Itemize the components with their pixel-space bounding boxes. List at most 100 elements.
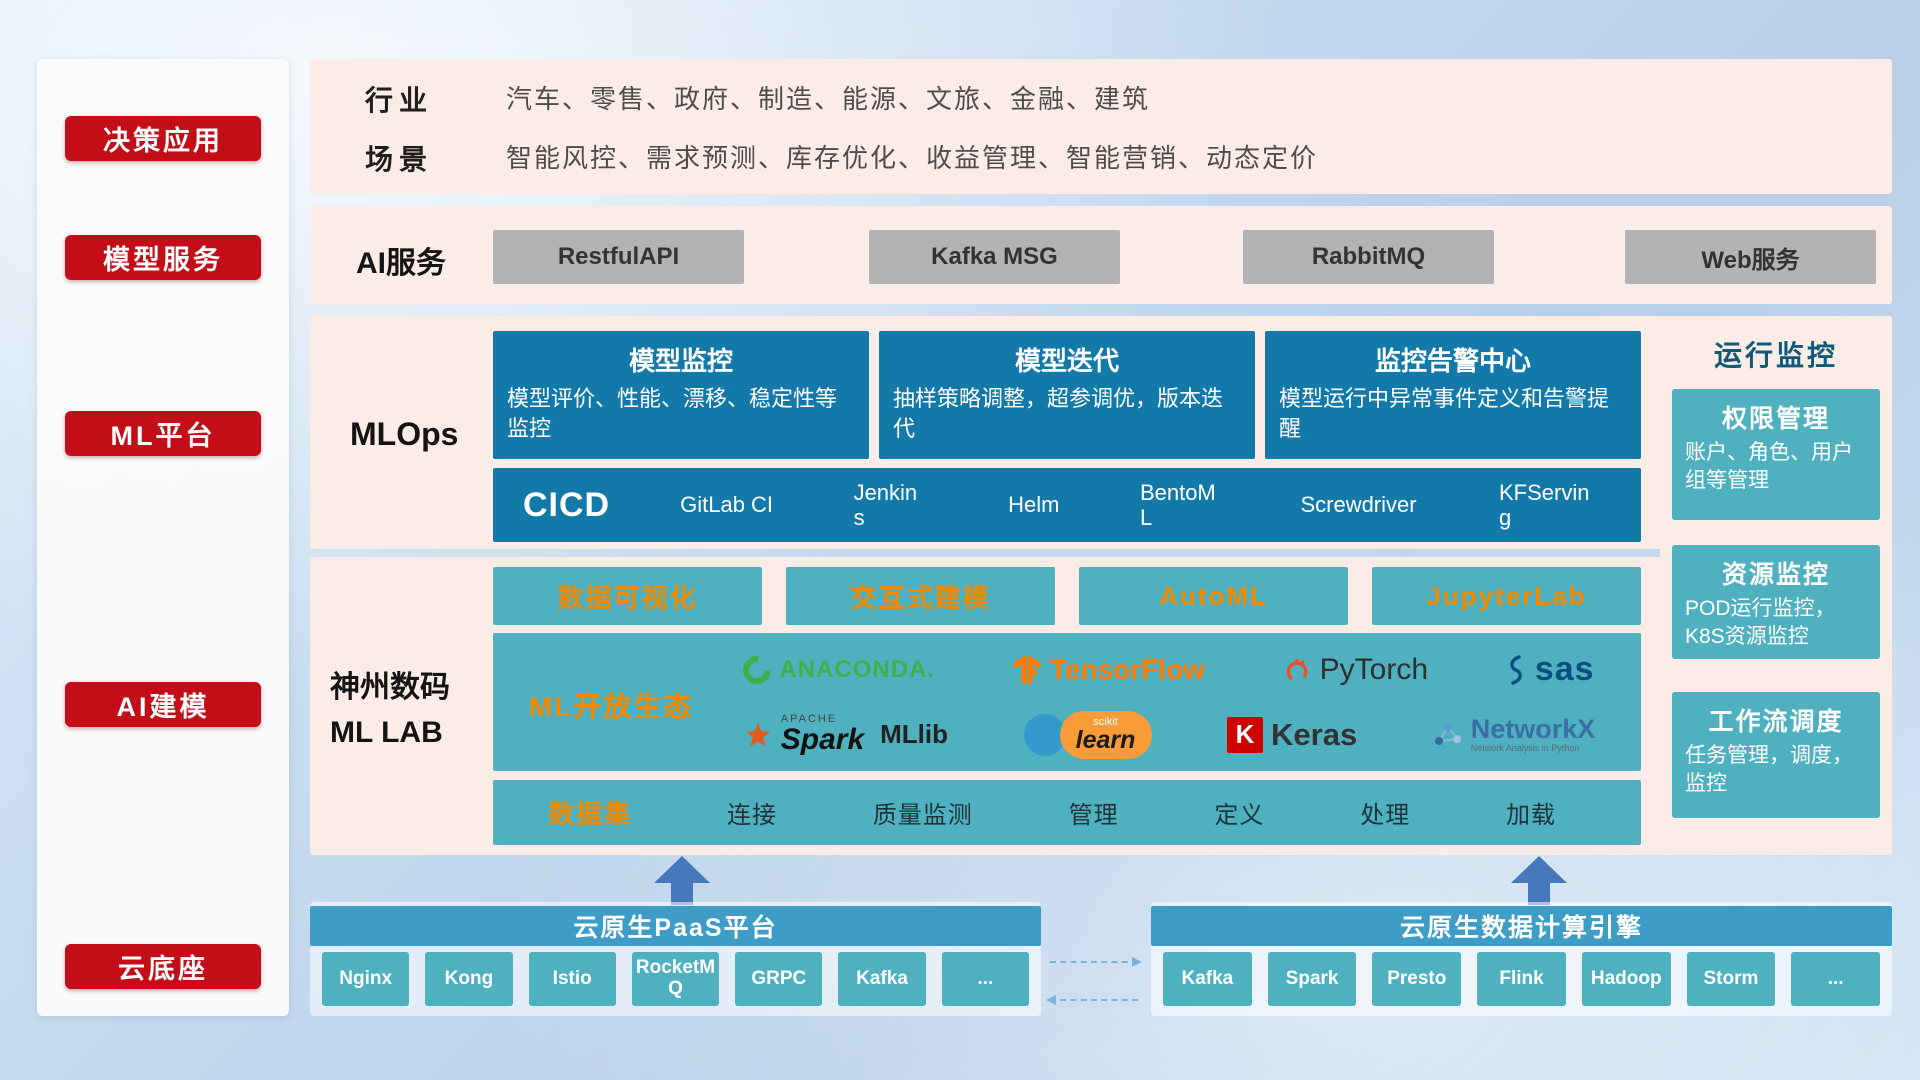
industry-label: 行业: [365, 85, 434, 116]
cicd-tools: GitLab CI Jenkins Helm BentoML Screwdriv…: [680, 480, 1595, 531]
networkx-wordmark: NetworkX: [1470, 713, 1596, 744]
scenario-row: 场景 智能风控、需求预测、库存优化、收益管理、智能营销、动态定价: [310, 138, 1892, 178]
mlops-card-desc: 模型运行中异常事件定义和告警提醒: [1279, 386, 1610, 441]
mlops-card-alert-center: 监控告警中心 模型运行中异常事件定义和告警提醒: [1265, 331, 1641, 459]
mlops-card-desc: 抽样策略调整，超参调优，版本迭代: [893, 386, 1224, 441]
tool-jupyterlab: JupyterLab: [1372, 567, 1641, 625]
engine-chip-kafka: Kafka: [1163, 952, 1252, 1006]
scikit-text: scikit: [1093, 715, 1118, 728]
mlops-cards: 模型监控 模型评价、性能、漂移、稳定性等监控 模型迭代 抽样策略调整，超参调优，…: [493, 331, 1641, 459]
engine-chip-flink: Flink: [1477, 952, 1566, 1006]
paas-chip-nginx: Nginx: [322, 952, 410, 1006]
anaconda-logo: ANACONDA.: [737, 649, 936, 690]
mlops-card-title: 模型迭代: [1014, 346, 1119, 376]
mlops-card-model-monitoring: 模型监控 模型评价、性能、漂移、稳定性等监控: [493, 331, 869, 459]
service-button-rabbitmq: RabbitMQ: [1243, 230, 1494, 284]
dataset-label: 数据集: [548, 799, 633, 829]
dataset-item-define: 定义: [1214, 802, 1265, 829]
tensorflow-icon: [1013, 654, 1041, 685]
cicd-tool-helm: Helm: [1008, 492, 1060, 518]
anaconda-wordmark: ANACONDA.: [779, 655, 936, 683]
industry-text: 汽车、零售、政府、制造、能源、文旅、金融、建筑: [506, 84, 1151, 114]
monitor-card-desc: 任务管理，调度，监控: [1685, 744, 1853, 796]
cicd-bar: CICD GitLab CI Jenkins Helm BentoML Scre…: [493, 468, 1641, 542]
dataset-item-process: 处理: [1360, 802, 1411, 829]
monitor-card-desc: POD运行监控，K8S资源监控: [1685, 597, 1836, 649]
scikit-learn-icon: [1023, 713, 1066, 756]
spark-mllib-logo: APACHE Spark MLlib: [743, 714, 948, 755]
tool-automl: AutoML: [1079, 567, 1348, 625]
paas-chip-istio: Istio: [528, 952, 616, 1006]
service-button-kafka-msg: Kafka MSG: [869, 230, 1120, 284]
up-arrow-icon: [1511, 856, 1567, 905]
ecosystem-logo-row: ANACONDA. TensorFlow PyTorch sas: [705, 637, 1633, 702]
anaconda-icon: [737, 649, 778, 690]
scenario-text: 智能风控、需求预测、库存优化、收益管理、智能营销、动态定价: [506, 143, 1319, 173]
mlops-card-title: 监控告警中心: [1374, 346, 1531, 376]
sidebar-item-ml-platform: ML平台: [65, 411, 261, 456]
engine-chip-more: ...: [1791, 952, 1881, 1006]
dataset-row: 数据集 连接 质量监测 管理 定义 处理 加载: [493, 780, 1641, 845]
pytorch-wordmark: PyTorch: [1319, 652, 1429, 686]
mlops-label: MLOps: [350, 416, 459, 452]
pytorch-icon: [1286, 658, 1308, 682]
keras-logo: K Keras: [1227, 716, 1358, 753]
ai-service-panel: AI服务 RestfulAPI Kafka MSG RabbitMQ Web服务: [310, 206, 1892, 304]
operation-monitor-panel: 运行监控 权限管理 账户、角色、用户组等管理 资源监控 POD运行监控，K8S资…: [1660, 316, 1892, 855]
mlops-card-title: 模型监控: [628, 346, 733, 376]
paas-chip-more: ...: [941, 952, 1029, 1006]
monitor-card-title: 资源监控: [1721, 561, 1830, 589]
pytorch-logo: PyTorch: [1282, 653, 1428, 687]
mllab-label: 神州数码 ML LAB: [330, 665, 490, 755]
paas-chip-rocketmq: RocketMQ: [631, 952, 720, 1006]
cicd-tool-screwdriver: Screwdriver: [1300, 492, 1417, 518]
ml-ecosystem-label: ML开放生态: [529, 691, 694, 722]
sidebar-item-decision-app: 决策应用: [65, 116, 261, 161]
up-arrow-icon: [654, 856, 710, 905]
spark-icon: [745, 721, 770, 746]
networkx-icon: [1434, 723, 1461, 746]
dataset-item-manage: 管理: [1068, 802, 1119, 829]
dataset-items: 连接 质量监测 管理 定义 处理 加载: [727, 795, 1556, 830]
sas-logo: sas: [1505, 650, 1595, 689]
spark-apache-text: APACHE: [780, 713, 838, 725]
engine-chip-presto: Presto: [1372, 952, 1462, 1006]
service-button-restfulapi: RestfulAPI: [493, 230, 744, 284]
dashed-arrow-right-icon: [1050, 957, 1142, 967]
operation-monitor-title: 运行监控: [1713, 340, 1838, 371]
cicd-label: CICD: [523, 485, 611, 524]
monitor-card-title: 工作流调度: [1708, 708, 1844, 736]
monitor-card-title: 权限管理: [1721, 405, 1830, 433]
dataset-item-quality: 质量监测: [872, 802, 973, 829]
scikit-learn-logo: scikit learn: [1023, 710, 1152, 759]
paas-chip-kafka: Kafka: [838, 952, 926, 1006]
monitor-card-permissions: 权限管理 账户、角色、用户组等管理: [1672, 389, 1880, 520]
cicd-tool-bentoml: BentoML: [1139, 479, 1216, 530]
mllib-wordmark: MLlib: [880, 719, 949, 749]
data-engine-header: 云原生数据计算引擎: [1151, 906, 1892, 946]
spark-wordmark: Spark: [780, 723, 865, 756]
keras-icon: K: [1227, 716, 1264, 753]
paas-components: Nginx Kong Istio RocketMQ GRPC Kafka ...: [322, 952, 1029, 1006]
dataset-item-connect: 连接: [727, 802, 778, 829]
paas-platform-header: 云原生PaaS平台: [310, 906, 1041, 946]
mllab-label-line2: ML LAB: [330, 716, 443, 749]
service-button-web: Web服务: [1625, 230, 1876, 284]
paas-chip-kong: Kong: [425, 952, 513, 1006]
cicd-tool-kfserving: KFServing: [1498, 479, 1590, 530]
ecosystem-logos: ANACONDA. TensorFlow PyTorch sas: [705, 637, 1633, 767]
networkx-logo: NetworkX Network Analysis in Python: [1433, 713, 1596, 755]
monitor-card-workflow: 工作流调度 任务管理，调度，监控: [1672, 692, 1880, 818]
keras-wordmark: Keras: [1271, 716, 1358, 752]
tensorflow-wordmark: TensorFlow: [1049, 653, 1205, 685]
monitor-card-desc: 账户、角色、用户组等管理: [1685, 441, 1853, 493]
engine-chip-spark: Spark: [1267, 952, 1357, 1006]
dataset-item-load: 加载: [1506, 802, 1556, 829]
sidebar-item-model-service: 模型服务: [65, 235, 261, 280]
mlops-panel: MLOps 模型监控 模型评价、性能、漂移、稳定性等监控 模型迭代 抽样策略调整…: [310, 316, 1892, 549]
industry-panel: 行业 汽车、零售、政府、制造、能源、文旅、金融、建筑 场景 智能风控、需求预测、…: [310, 59, 1892, 194]
engine-chip-hadoop: Hadoop: [1581, 952, 1671, 1006]
ai-service-label: AI服务: [356, 247, 446, 280]
tool-data-visualization: 数据可视化: [493, 567, 762, 625]
